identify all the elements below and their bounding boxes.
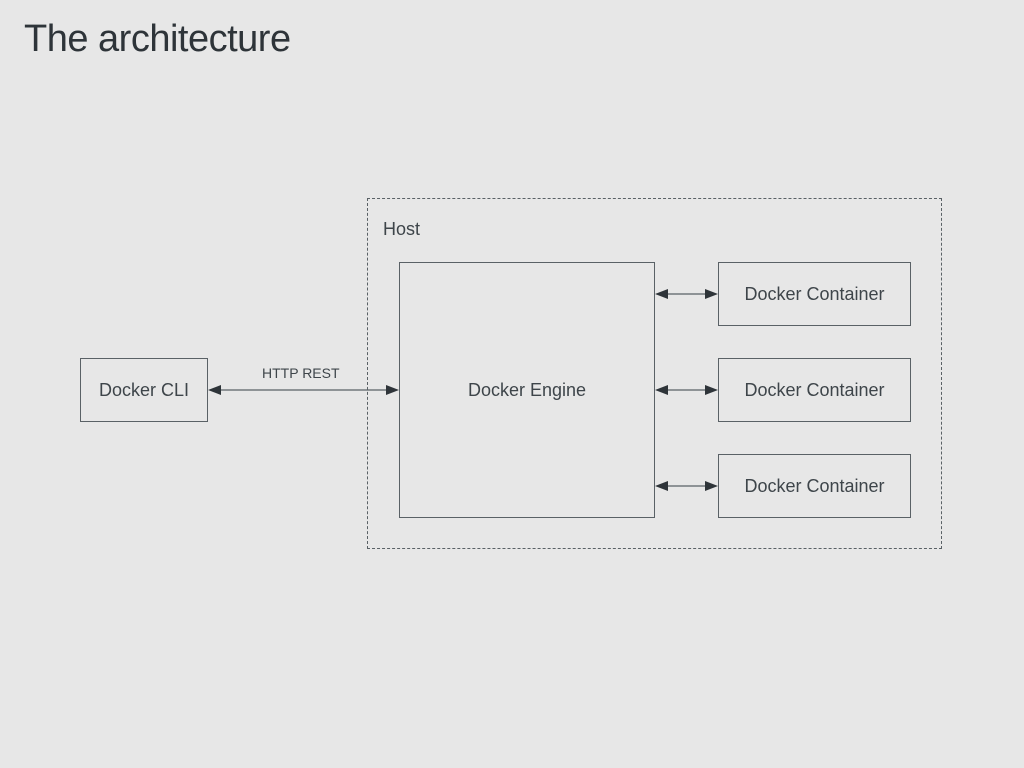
- docker-engine-label: Docker Engine: [467, 379, 587, 400]
- docker-container-label-2: Docker Container: [744, 379, 885, 400]
- docker-container-node-3: Docker Container: [718, 454, 911, 518]
- engine-arrowhead-2: [655, 385, 668, 395]
- docker-container-node-2: Docker Container: [718, 358, 911, 422]
- engine-arrowhead-1: [655, 289, 668, 299]
- docker-cli-label: Docker CLI: [98, 379, 190, 400]
- docker-cli-node: Docker CLI: [80, 358, 208, 422]
- http-rest-label: HTTP REST: [262, 365, 340, 381]
- docker-engine-node: Docker Engine: [399, 262, 655, 518]
- engine-arrowhead-left: [386, 385, 399, 395]
- docker-container-node-1: Docker Container: [718, 262, 911, 326]
- engine-arrowhead-3: [655, 481, 668, 491]
- container-arrowhead-2: [705, 385, 718, 395]
- container-arrowhead-3: [705, 481, 718, 491]
- slide-title: The architecture: [24, 18, 291, 60]
- docker-container-label-3: Docker Container: [744, 475, 885, 496]
- cli-arrowhead: [208, 385, 221, 395]
- container-arrowhead-1: [705, 289, 718, 299]
- host-boundary: [367, 198, 942, 549]
- docker-container-label-1: Docker Container: [744, 283, 885, 304]
- host-label: Host: [383, 219, 421, 239]
